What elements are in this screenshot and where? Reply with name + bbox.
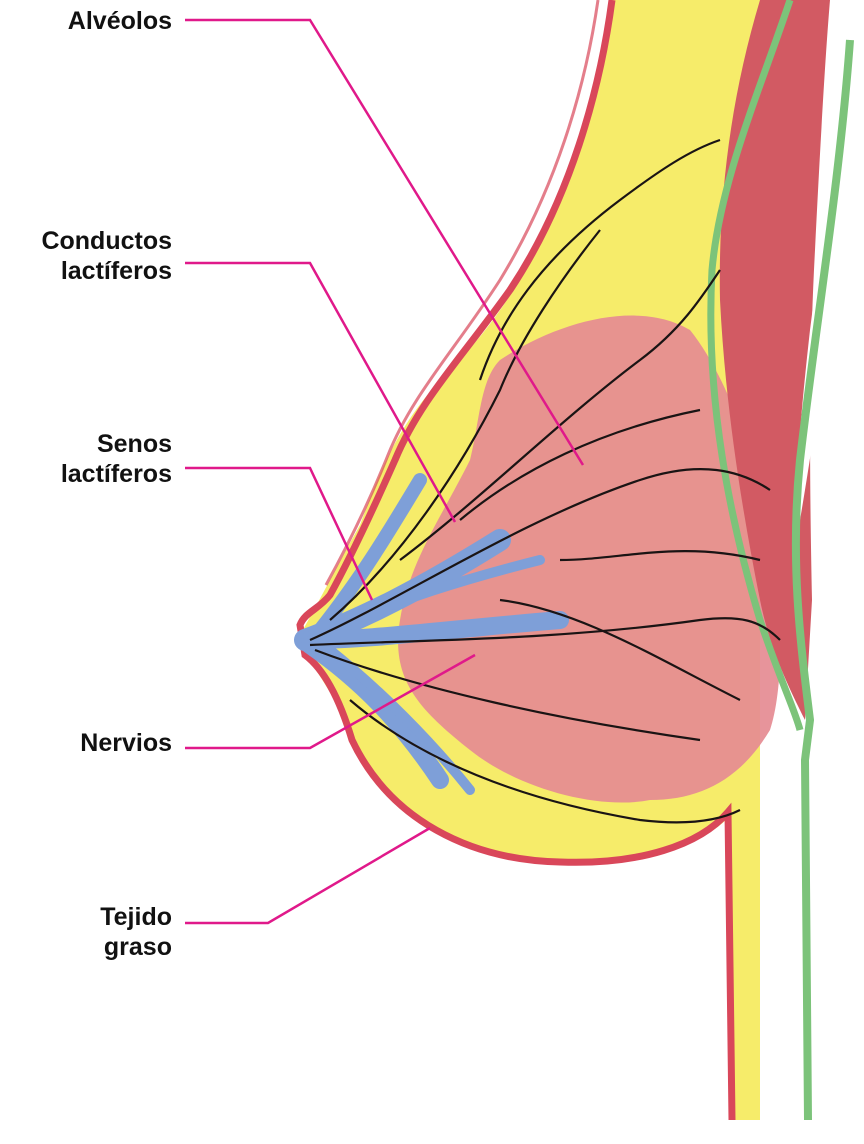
label-tejido-line2: graso (4, 932, 172, 962)
label-conductos-lactiferos: Conductos lactíferos (4, 226, 172, 286)
label-alveolos: Alvéolos (4, 6, 172, 36)
label-conductos-line1: Conductos (4, 226, 172, 256)
label-senos-line1: Senos (4, 429, 172, 459)
label-senos-line2: lactíferos (4, 459, 172, 489)
label-tejido-graso: Tejido graso (4, 902, 172, 962)
label-tejido-line1: Tejido (4, 902, 172, 932)
label-senos-lactiferos: Senos lactíferos (4, 429, 172, 489)
leader-line-tejido (185, 828, 430, 923)
label-nervios: Nervios (4, 728, 172, 758)
label-alveolos-text: Alvéolos (4, 6, 172, 36)
label-conductos-line2: lactíferos (4, 256, 172, 286)
label-nervios-text: Nervios (4, 728, 172, 758)
